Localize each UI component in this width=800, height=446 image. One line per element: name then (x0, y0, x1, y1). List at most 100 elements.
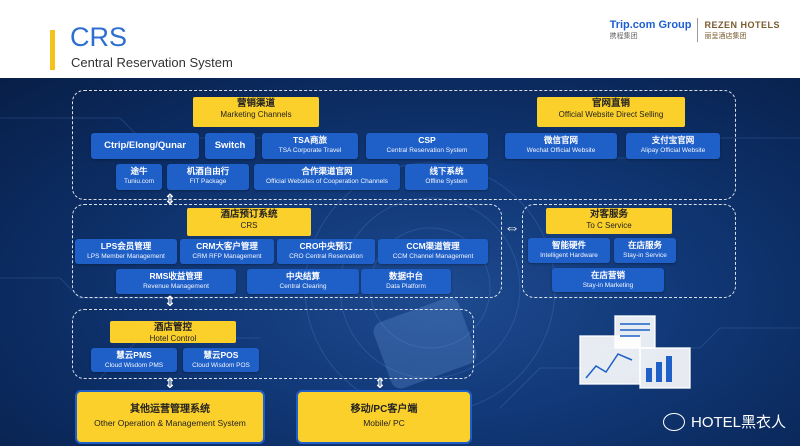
crm-cn: CRM大客户管理 (196, 241, 258, 251)
booking-header-en: CRS (240, 221, 258, 230)
wechat-box: 微信官网 Wechat Official Website (505, 133, 617, 159)
arrow-booking-toc: ⇔ (504, 220, 520, 237)
mobile-cn: 移动/PC客户端 (350, 404, 418, 415)
fit-en: FIT Package (189, 178, 227, 185)
marketing-channels-header: 营销渠道 Marketing Channels (193, 97, 319, 127)
offline-cn: 线下系统 (429, 166, 464, 176)
tuniu-cn: 途牛 (130, 166, 148, 176)
hotel-header-cn: 酒店管控 (153, 322, 192, 333)
arrow-hotel-other: ⇕ (164, 375, 176, 391)
wechat-cn: 微信官网 (543, 135, 578, 145)
csp-box: CSP Central Reservation System (366, 133, 488, 159)
hardware-cn: 智能硬件 (551, 240, 586, 250)
data-cn: 数据中台 (388, 271, 423, 281)
hotel-control-region (72, 309, 474, 379)
arrow-hotel-mobile: ⇕ (374, 375, 386, 391)
hardware-en: Intelligent Hardware (540, 252, 598, 259)
lps-cn: LPS会员管理 (100, 241, 152, 251)
other-cn: 其他运营管理系统 (130, 404, 210, 415)
official-header-cn: 官网直销 (591, 98, 630, 109)
csp-en: Central Reservation System (386, 147, 468, 154)
rezen-logo: REZEN HOTELS 丽呈酒店集团 (704, 20, 780, 41)
ccm-box: CCM渠道管理 CCM Channel Management (378, 239, 488, 264)
circuit-background (0, 117, 800, 414)
wechat-icon (662, 412, 685, 431)
coop-en: Official Websites of Cooperation Channel… (266, 178, 388, 185)
booking-header-cn: 酒店预订系统 (220, 209, 278, 220)
arrow-booking-hotel: ⇕ (164, 293, 176, 309)
marketing-region (72, 90, 736, 200)
switch-box: Switch (205, 133, 255, 159)
page-title: CRS (70, 22, 128, 52)
cro-en: CRO Central Reservation (289, 253, 363, 260)
stayin-cn: 在店服务 (627, 240, 662, 250)
official-header-en: Official Website Direct Selling (558, 110, 664, 119)
clearing-cn: 中央结算 (285, 271, 320, 281)
pms-box: 慧云PMS Cloud Wisdom PMS (91, 348, 177, 372)
tsa-en: TSA Corporate Travel (278, 147, 342, 154)
diagram-stage: 营销渠道 Marketing Channels 官网直销 Official We… (0, 78, 800, 446)
stayin-marketing-cn: 在店营销 (590, 270, 625, 280)
logos: Trip.com Group 携程集团 REZEN HOTELS 丽呈酒店集团 (610, 18, 780, 42)
wechat-en: Wechat Official Website (526, 147, 596, 154)
toc-header-cn: 对客服务 (589, 209, 628, 220)
clearing-box: 中央结算 Central Clearing (247, 269, 359, 294)
hotel-header-en: Hotel Control (149, 334, 197, 343)
rms-en: Revenue Management (143, 283, 209, 290)
fit-box: 机酒自由行 FIT Package (167, 164, 249, 190)
toc-service-header: 对客服务 To C Service (546, 208, 672, 234)
mobile-pc-box: 移动/PC客户端 Mobile/ PC (296, 390, 472, 444)
page-subtitle: Central Reservation System (71, 55, 233, 70)
pms-cn: 慧云PMS (116, 350, 152, 360)
toc-header-en: To C Service (586, 221, 632, 230)
pos-en: Cloud Wisdom POS (192, 362, 250, 369)
csp-cn: CSP (418, 135, 436, 145)
coop-channels-box: 合作渠道官网 Official Websites of Cooperation … (254, 164, 400, 190)
header: CRS Central Reservation System Trip.com … (0, 0, 800, 78)
cro-box: CRO中央预订 CRO Central Reservation (277, 239, 375, 264)
pos-cn: 慧云POS (203, 350, 239, 360)
alipay-en: Alipay Official Website (640, 147, 706, 154)
ccm-en: CCM Channel Management (392, 253, 474, 260)
alipay-cn: 支付宝官网 (651, 135, 695, 145)
marketing-header-cn: 营销渠道 (236, 98, 275, 109)
lps-en: LPS Member Management (87, 253, 165, 260)
pos-box: 慧云POS Cloud Wisdom POS (183, 348, 259, 372)
ctrip-label: Ctrip/Elong/Qunar (104, 140, 186, 151)
crm-en: CRM RFP Management (192, 253, 262, 260)
toc-region (522, 204, 736, 298)
stayin-en: Stay-in Service (623, 252, 667, 259)
arrow-marketing-booking: ⇕ (164, 191, 176, 207)
rezen-logo-sub: 丽呈酒店集团 (704, 32, 747, 40)
hotel-control-header: 酒店管控 Hotel Control (110, 321, 236, 343)
fit-cn: 机酒自由行 (186, 166, 230, 176)
clearing-en: Central Clearing (279, 283, 327, 290)
alipay-box: 支付宝官网 Alipay Official Website (626, 133, 720, 159)
data-en: Data Platform (386, 283, 426, 290)
ctrip-box: Ctrip/Elong/Qunar (91, 133, 199, 159)
marketing-header-en: Marketing Channels (220, 110, 292, 119)
stayin-marketing-box: 在店营销 Stay-in Marketing (552, 268, 664, 292)
booking-system-header: 酒店预订系统 CRS (187, 208, 311, 236)
rms-box: RMS收益管理 Revenue Management (116, 269, 236, 294)
title-accent-bar (50, 30, 55, 70)
trip-logo: Trip.com Group 携程集团 (610, 19, 692, 41)
switch-label: Switch (214, 140, 246, 151)
data-platform-box: 数据中台 Data Platform (361, 269, 451, 294)
tsa-box: TSA商旅 TSA Corporate Travel (262, 133, 358, 159)
rms-cn: RMS收益管理 (149, 271, 203, 281)
coop-cn: 合作渠道官网 (301, 166, 353, 176)
tuniu-en: Tuniu.com (123, 178, 155, 185)
ccm-cn: CCM渠道管理 (406, 241, 460, 251)
cro-cn: CRO中央预订 (299, 241, 353, 251)
offline-box: 线下系统 Offline System (405, 164, 488, 190)
other-en: Other Operation & Management System (94, 418, 246, 428)
rezen-logo-text: REZEN HOTELS (704, 19, 780, 30)
hardware-box: 智能硬件 Intelligent Hardware (528, 238, 610, 263)
other-systems-box: 其他运营管理系统 Other Operation & Management Sy… (75, 390, 265, 444)
logo-divider (697, 18, 699, 42)
mobile-en: Mobile/ PC (363, 418, 405, 428)
trip-logo-text: Trip.com Group (609, 19, 692, 31)
crm-box: CRM大客户管理 CRM RFP Management (180, 239, 274, 264)
trip-logo-sub: 携程集团 (609, 33, 638, 40)
